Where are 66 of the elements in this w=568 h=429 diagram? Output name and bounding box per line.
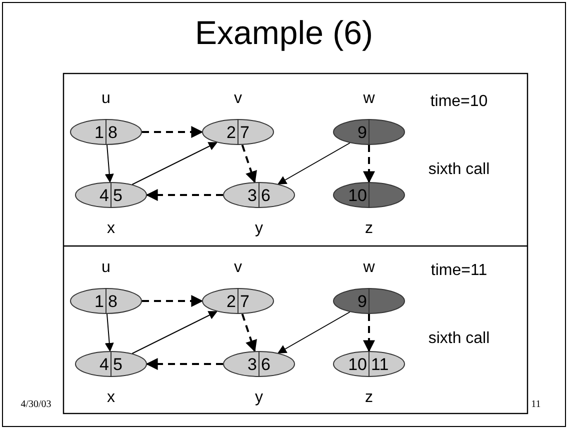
time-label: time=10 (429, 92, 489, 111)
vertex-label: z (364, 220, 374, 238)
slide-title: Example (6) (194, 14, 374, 52)
date-footer: 4/30/03 (11, 399, 61, 411)
node-value: 1 (94, 122, 104, 144)
vertex-label: w (362, 90, 376, 108)
node-ellipse (333, 288, 405, 314)
node-ellipse (223, 182, 295, 208)
node-value: 4 (100, 354, 109, 376)
vertex-label: w (362, 259, 376, 277)
node-value: 8 (108, 122, 118, 144)
note: sixth call (427, 329, 491, 348)
node-value: 1 (94, 291, 104, 313)
node-value: 3 (248, 185, 257, 207)
node-value: 6 (261, 185, 270, 207)
node-value: 11 (371, 354, 389, 376)
arrow (363, 145, 375, 184)
vertex-label: z (364, 389, 374, 407)
node-value: 2 (226, 122, 236, 144)
arrow (142, 126, 204, 138)
vertex-label: y (254, 389, 264, 407)
arrow (132, 311, 218, 354)
vertex-label: u (100, 259, 112, 277)
node-ellipse (223, 351, 295, 377)
vertex-label: y (254, 220, 264, 238)
node-value: 9 (358, 122, 367, 144)
arrow (132, 142, 218, 185)
arrow (104, 144, 114, 183)
node-ellipse (333, 182, 405, 208)
arrow (146, 189, 223, 201)
arrow (277, 142, 350, 184)
node-ellipse (333, 351, 405, 377)
node-ellipse (75, 182, 147, 208)
vertex-label: u (100, 90, 112, 108)
arrow (104, 314, 114, 352)
note: sixth call (427, 160, 491, 179)
arrow (241, 144, 257, 184)
arrow (142, 295, 204, 307)
arrow (146, 358, 223, 370)
vertex-label: v (233, 259, 243, 277)
time-label: time=11 (430, 261, 488, 280)
node-value: 3 (248, 354, 257, 376)
arrow (277, 312, 350, 354)
page-number: 11 (530, 399, 542, 411)
node-value: 6 (261, 354, 270, 376)
node-value: 7 (240, 291, 250, 313)
node-ellipse (70, 119, 142, 145)
node-value: 5 (113, 185, 122, 207)
arrow (363, 314, 375, 352)
node-value: 5 (113, 354, 122, 376)
node-ellipse (75, 351, 147, 377)
node-value: 8 (108, 291, 118, 313)
node-value: 7 (240, 122, 250, 144)
vertex-label: x (106, 389, 116, 407)
node-ellipse (333, 119, 405, 145)
node-ellipse (202, 288, 274, 314)
arrow (241, 314, 257, 352)
node-value: 9 (358, 291, 367, 313)
node-value: 10 (348, 185, 367, 207)
vertex-label: x (106, 220, 116, 238)
node-ellipse (70, 288, 142, 314)
node-value: 2 (226, 291, 236, 313)
node-value: 4 (100, 185, 109, 207)
node-ellipse (202, 119, 274, 145)
node-value: 10 (348, 354, 367, 376)
vertex-label: v (233, 90, 243, 108)
